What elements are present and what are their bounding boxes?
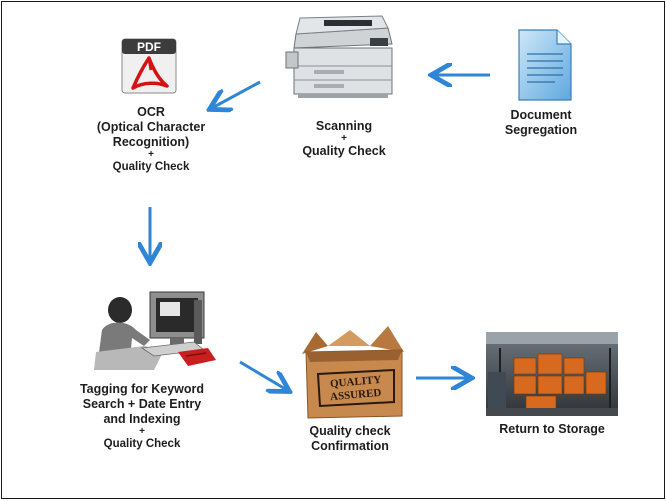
- plus-sign: +: [341, 133, 347, 144]
- label-quality-check: Quality check Confirmation: [290, 424, 410, 454]
- pdf-badge-text: PDF: [137, 40, 161, 54]
- label-line: Confirmation: [311, 439, 389, 453]
- label-line: Return to Storage: [499, 422, 605, 436]
- label-line: OCR: [137, 105, 165, 119]
- arrow-scanning-to-ocr: [212, 80, 261, 108]
- pdf-icon: PDF: [121, 38, 177, 94]
- label-line: Scanning: [315, 119, 373, 133]
- person-computer-icon: [94, 291, 216, 370]
- scanner-icon: [285, 15, 393, 98]
- label-line: and Indexing: [103, 412, 181, 426]
- label-line: Segregation: [504, 123, 578, 137]
- label-line: Document: [510, 108, 572, 122]
- label-line: Quality Check: [112, 161, 190, 173]
- label-line: Quality Check: [302, 144, 386, 158]
- label-line: Search + Date Entry: [82, 397, 202, 411]
- label-ocr: OCR (Optical Character Recognition) + Qu…: [72, 105, 230, 175]
- document-icon: [518, 29, 572, 101]
- plus-sign: +: [148, 149, 154, 160]
- stamp-text: ASSURED: [330, 387, 382, 403]
- label-line: Recognition): [112, 135, 190, 149]
- arrow-tagging-to-quality: [239, 360, 287, 390]
- label-document-segregation: Document Segregation: [486, 108, 596, 138]
- label-line: Quality Check: [103, 438, 181, 450]
- label-tagging: Tagging for Keyword Search + Date Entry …: [67, 382, 217, 452]
- label-line: (Optical Character: [96, 120, 206, 134]
- warehouse-image: [486, 332, 618, 416]
- label-line: Tagging for Keyword: [79, 382, 205, 396]
- label-scanning: Scanning + Quality Check: [284, 119, 404, 159]
- stamp-text: QUALITY: [330, 374, 382, 390]
- quality-box-icon: QUALITY ASSURED: [302, 326, 404, 419]
- label-line: Quality check: [309, 424, 391, 438]
- plus-sign: +: [139, 426, 145, 437]
- label-return-to-storage: Return to Storage: [484, 422, 620, 437]
